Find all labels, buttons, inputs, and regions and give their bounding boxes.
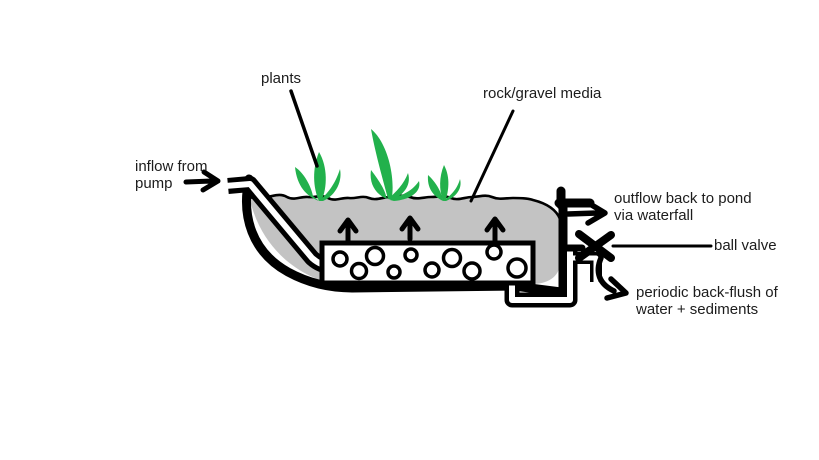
label-backflush-line1: periodic back-flush of xyxy=(636,284,778,301)
label-inflow-line2: pump xyxy=(135,175,173,192)
label-outflow-line1: outflow back to pond xyxy=(614,190,752,207)
upflow-arrow xyxy=(399,215,421,242)
pipe-hole xyxy=(331,250,349,268)
pipe-hole xyxy=(441,247,463,269)
pipe-hole xyxy=(403,247,419,263)
label-backflush: periodic back-flush of water + sediments xyxy=(636,284,778,318)
drain-pipe-bore xyxy=(509,248,573,303)
label-media: rock/gravel media xyxy=(483,85,602,102)
label-inflow: inflow from pump xyxy=(135,158,208,192)
label-inflow-line1: inflow from xyxy=(135,158,208,175)
label-outflow: outflow back to pond via waterfall xyxy=(614,190,752,224)
outflow-arrow xyxy=(565,201,608,226)
label-plants: plants xyxy=(261,70,302,87)
pipe-hole xyxy=(462,261,482,281)
media-leader-line xyxy=(469,109,515,203)
tub-outer-wall xyxy=(242,174,523,293)
plants-leader-line xyxy=(289,89,319,168)
pipe-hole xyxy=(386,264,402,280)
upflow-arrow xyxy=(337,217,359,244)
upflow-arrows xyxy=(337,215,506,245)
tub-bottom-right-corner xyxy=(509,281,566,297)
pipe-hole xyxy=(349,261,369,281)
label-backflush-line2: water + sediments xyxy=(636,301,759,318)
ball-valve-icon xyxy=(575,230,615,262)
pipe-hole xyxy=(506,257,528,279)
pipe-hole xyxy=(423,261,441,279)
plant xyxy=(295,152,341,201)
label-ball-valve: ball valve xyxy=(714,237,777,254)
outflow-pipe xyxy=(554,186,595,210)
perforated-pipe xyxy=(319,240,536,286)
plant xyxy=(370,129,420,201)
upflow-arrow xyxy=(484,216,506,245)
label-outflow-line2: via waterfall xyxy=(614,207,694,224)
inflow-arrow xyxy=(183,169,221,193)
pipe-hole xyxy=(364,245,386,267)
plants-group xyxy=(295,129,461,201)
plant xyxy=(427,165,461,201)
backflush-arrow xyxy=(595,255,629,301)
pipe-hole xyxy=(485,243,503,261)
